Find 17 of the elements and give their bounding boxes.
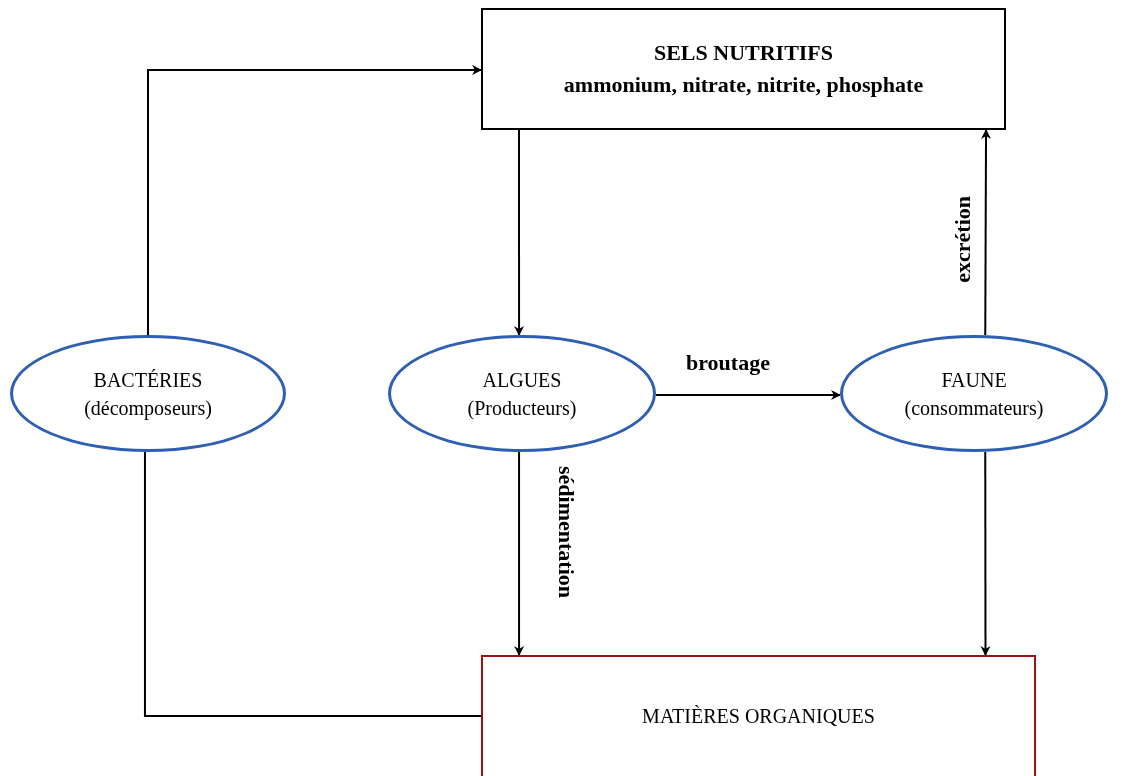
- box-title: SELS NUTRITIFS: [653, 39, 834, 67]
- arrow: [981, 129, 991, 336]
- node-subtitle: (décomposeurs): [84, 395, 212, 422]
- node-title: FAUNE: [941, 367, 1007, 393]
- nutrient-box: [481, 8, 1006, 130]
- arrow: [655, 390, 841, 400]
- arrow: [147, 65, 482, 336]
- node-subtitle: (consommateurs): [904, 395, 1044, 422]
- node-title: BACTÉRIES: [93, 367, 203, 393]
- node-subtitle: (Producteurs): [467, 395, 577, 422]
- node-title: ALGUES: [482, 367, 562, 393]
- arrow: [980, 451, 991, 656]
- organic-matter-box: [481, 655, 1036, 776]
- arrow: [514, 129, 525, 336]
- box-subtitle: ammonium, nitrate, nitrite, phosphate: [563, 71, 924, 99]
- arrow: [514, 451, 525, 656]
- node-title: MATIÈRES ORGANIQUES: [642, 704, 875, 729]
